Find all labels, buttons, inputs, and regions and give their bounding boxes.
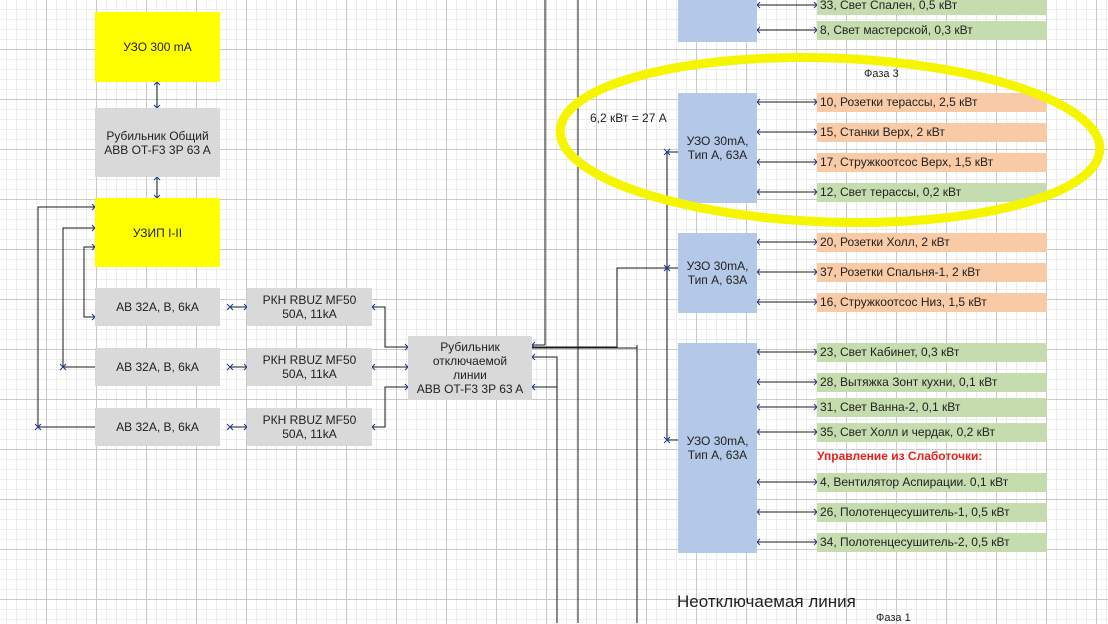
- load-item[interactable]: 20, Розетки Холл, 2 кВт: [817, 233, 1047, 252]
- load-item[interactable]: 15, Станки Верх, 2 кВт: [817, 123, 1047, 142]
- load-item[interactable]: 31, Свет Ванна-2, 0,1 кВт: [817, 398, 1047, 417]
- relay-block-3[interactable]: РКН RBUZ MF50 50A, 11kA: [247, 408, 372, 446]
- phase3-label: Фаза 3: [864, 68, 899, 80]
- line-switch-block[interactable]: Рубильник отключаемой линии ABB OT-F3 3P…: [408, 336, 532, 400]
- phase1-label: Фаза 1: [876, 612, 911, 624]
- load-item[interactable]: 33, Свет Спален, 0,5 кВт: [817, 0, 1047, 15]
- uzip-block[interactable]: УЗИП I-II: [95, 198, 220, 267]
- load-item[interactable]: 10, Розетки терассы, 2,5 кВт: [817, 93, 1047, 112]
- rcd-block-2[interactable]: УЗО 30mA, Тип А, 63А: [678, 233, 757, 313]
- load-item[interactable]: 26, Полотенцесушитель-1, 0,5 кВт: [817, 503, 1047, 522]
- main-switch-block[interactable]: Рубильник Общий ABB OT-F3 3P 63 A: [95, 108, 220, 177]
- rcd-block-top[interactable]: [678, 0, 757, 42]
- load-item[interactable]: 12, Свет терассы, 0,2 кВт: [817, 183, 1047, 202]
- load-item[interactable]: 16, Стружкоотсос Низ, 1,5 кВт: [817, 293, 1047, 312]
- load-item[interactable]: 35, Свет Холл и чердак, 0,2 кВт: [817, 423, 1047, 442]
- breaker-block-3[interactable]: АВ 32А, В, 6kA: [95, 408, 220, 446]
- non-switchable-label: Неотключаемая линия: [677, 592, 856, 611]
- breaker-block-2[interactable]: АВ 32А, В, 6kA: [95, 348, 220, 386]
- load-item[interactable]: 37, Розетки Спальня-1, 2 кВт: [817, 263, 1047, 282]
- breaker-block-1[interactable]: АВ 32А, В, 6kA: [95, 288, 220, 326]
- power-note: 6,2 кВт = 27 А: [590, 111, 667, 125]
- control-header: Управление из Слаботочки:: [817, 449, 983, 463]
- rcd-block-3[interactable]: УЗО 30mA, Тип А, 63А: [678, 343, 757, 553]
- load-item[interactable]: 4, Вентилятор Аспирации. 0,1 кВт: [817, 473, 1047, 492]
- load-item[interactable]: 17, Стружкоотсос Верх, 1,5 кВт: [817, 153, 1047, 172]
- rcd-block-1[interactable]: УЗО 30mA, Тип А, 63А: [678, 93, 757, 203]
- uzo-main-block[interactable]: УЗО 300 mA: [95, 12, 220, 82]
- relay-block-1[interactable]: РКН RBUZ MF50 50A, 11kA: [247, 288, 372, 326]
- load-item[interactable]: 34, Полотенцесушитель-2, 0,5 кВт: [817, 533, 1047, 552]
- load-item[interactable]: 23, Свет Кабинет, 0,3 кВт: [817, 343, 1047, 362]
- load-item[interactable]: 8, Свет мастерской, 0,3 кВт: [817, 21, 1047, 40]
- load-item[interactable]: 28, Вытяжка Зонт кухни, 0,1 кВт: [817, 373, 1047, 392]
- relay-block-2[interactable]: РКН RBUZ MF50 50A, 11kA: [247, 348, 372, 386]
